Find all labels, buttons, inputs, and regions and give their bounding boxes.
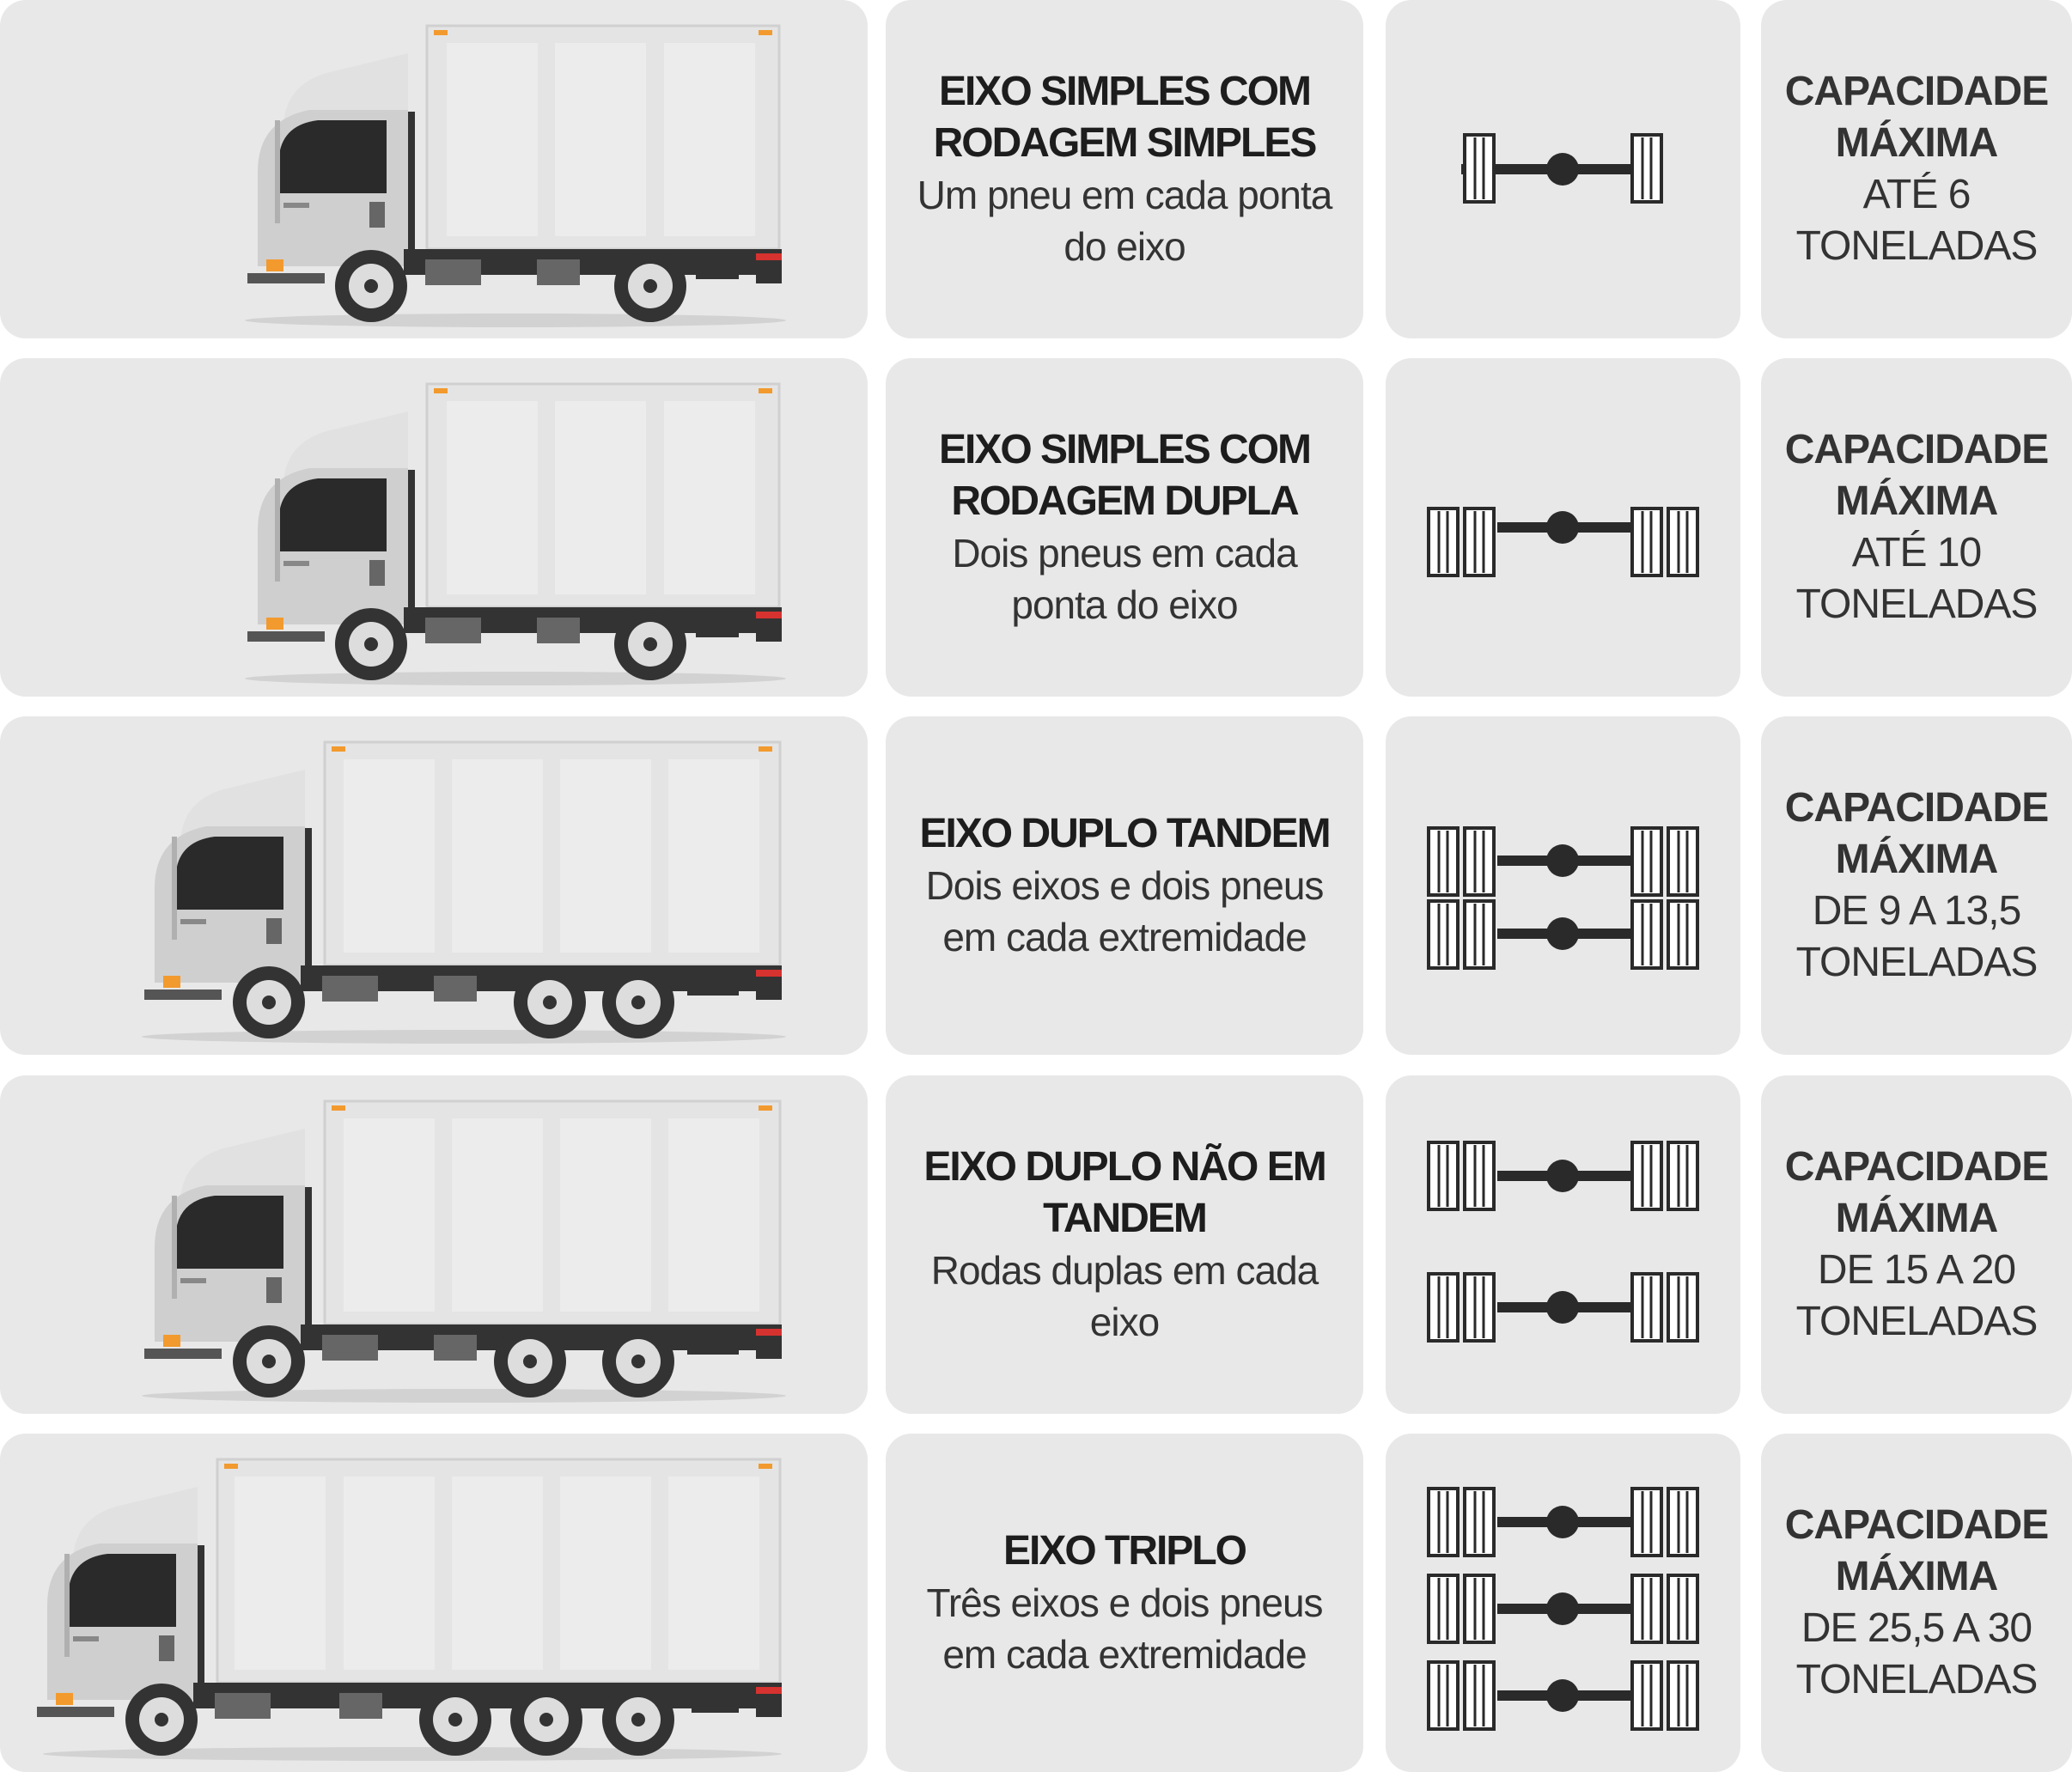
description-panel: EIXO DUPLO TANDEM Dois eixos e dois pneu… (886, 716, 1363, 1055)
axle-diagram-panel (1386, 0, 1740, 338)
capacity-value: DE 9 A 13,5 TONELADAS (1795, 888, 2038, 985)
truck-2-axle-icon (245, 24, 786, 327)
truck-panel (0, 716, 868, 1055)
capacity-title: CAPACIDADE MÁXIMA (1784, 69, 2049, 166)
axle-type-title: EIXO TRIPLO (1002, 1528, 1247, 1574)
description-panel: EIXO TRIPLO Três eixos e dois pneus em c… (886, 1434, 1363, 1772)
axle-diagram-panel (1386, 358, 1740, 697)
capacity-value: DE 15 A 20 TONELADAS (1795, 1247, 2038, 1344)
capacity-panel: CAPACIDADE MÁXIMA DE 25,5 A 30 TONELADAS (1761, 1434, 2072, 1772)
truck-panel (0, 1434, 868, 1772)
capacity-title: CAPACIDADE MÁXIMA (1784, 427, 2049, 524)
capacity-panel: CAPACIDADE MÁXIMA ATÉ 6 TONELADAS (1761, 0, 2072, 338)
description-panel: EIXO SIMPLES COM RODAGEM SIMPLES Um pneu… (886, 0, 1363, 338)
capacity-value: ATÉ 10 TONELADAS (1795, 530, 2038, 627)
truck-2-axle-icon (245, 382, 786, 685)
axle-type-description: Um pneu em cada ponta do eixo (917, 173, 1333, 269)
description-panel: EIXO SIMPLES COM RODAGEM DUPLA Dois pneu… (886, 358, 1363, 697)
capacity-title: CAPACIDADE MÁXIMA (1784, 785, 2049, 882)
truck-3-axle-spread-icon (142, 1099, 786, 1403)
truck-3-axle-tandem-icon (142, 740, 786, 1044)
axle-diagram-panel (1386, 1434, 1740, 1772)
truck-panel (0, 1075, 868, 1414)
capacity-panel: CAPACIDADE MÁXIMA DE 9 A 13,5 TONELADAS (1761, 716, 2072, 1055)
axle-type-description: Três eixos e dois pneus em cada extremid… (926, 1580, 1323, 1677)
capacity-panel: CAPACIDADE MÁXIMA ATÉ 10 TONELADAS (1761, 358, 2072, 697)
single-axle-single-tire-icon (1461, 133, 1663, 204)
axle-diagram-panel (1386, 1075, 1740, 1414)
truck-4-axle-icon (37, 1458, 782, 1761)
axle-row-3: EIXO DUPLO TANDEM Dois eixos e dois pneu… (0, 716, 2072, 1055)
axle-type-title: EIXO DUPLO TANDEM (919, 811, 1331, 856)
axle-type-description: Dois pneus em cada ponta do eixo (952, 531, 1297, 627)
axle-type-description: Rodas duplas em cada eixo (930, 1248, 1319, 1344)
single-axle-dual-tire-icon (1427, 507, 1699, 577)
axle-type-title: EIXO SIMPLES COM RODAGEM DUPLA (938, 427, 1312, 524)
axle-row-4: EIXO DUPLO NÃO EM TANDEM Rodas duplas em… (0, 1075, 2072, 1414)
double-axle-tandem-icon (1427, 826, 1699, 970)
capacity-value: DE 25,5 A 30 TONELADAS (1795, 1605, 2038, 1702)
truck-panel (0, 0, 868, 338)
description-panel: EIXO DUPLO NÃO EM TANDEM Rodas duplas em… (886, 1075, 1363, 1414)
triple-axle-icon (1427, 1487, 1699, 1731)
axle-type-title: EIXO SIMPLES COM RODAGEM SIMPLES (933, 69, 1318, 166)
axle-row-5: EIXO TRIPLO Três eixos e dois pneus em c… (0, 1434, 2072, 1772)
capacity-title: CAPACIDADE MÁXIMA (1784, 1502, 2049, 1599)
axle-diagram-panel (1386, 716, 1740, 1055)
axle-row-2: EIXO SIMPLES COM RODAGEM DUPLA Dois pneu… (0, 358, 2072, 697)
double-axle-spread-icon (1427, 1141, 1699, 1343)
axle-row-1: EIXO SIMPLES COM RODAGEM SIMPLES Um pneu… (0, 0, 2072, 338)
truck-panel (0, 358, 868, 697)
axle-type-title: EIXO DUPLO NÃO EM TANDEM (923, 1144, 1326, 1241)
axle-type-description: Dois eixos e dois pneus em cada extremid… (925, 863, 1325, 959)
capacity-panel: CAPACIDADE MÁXIMA DE 15 A 20 TONELADAS (1761, 1075, 2072, 1414)
capacity-value: ATÉ 6 TONELADAS (1795, 172, 2038, 269)
capacity-title: CAPACIDADE MÁXIMA (1784, 1144, 2049, 1241)
